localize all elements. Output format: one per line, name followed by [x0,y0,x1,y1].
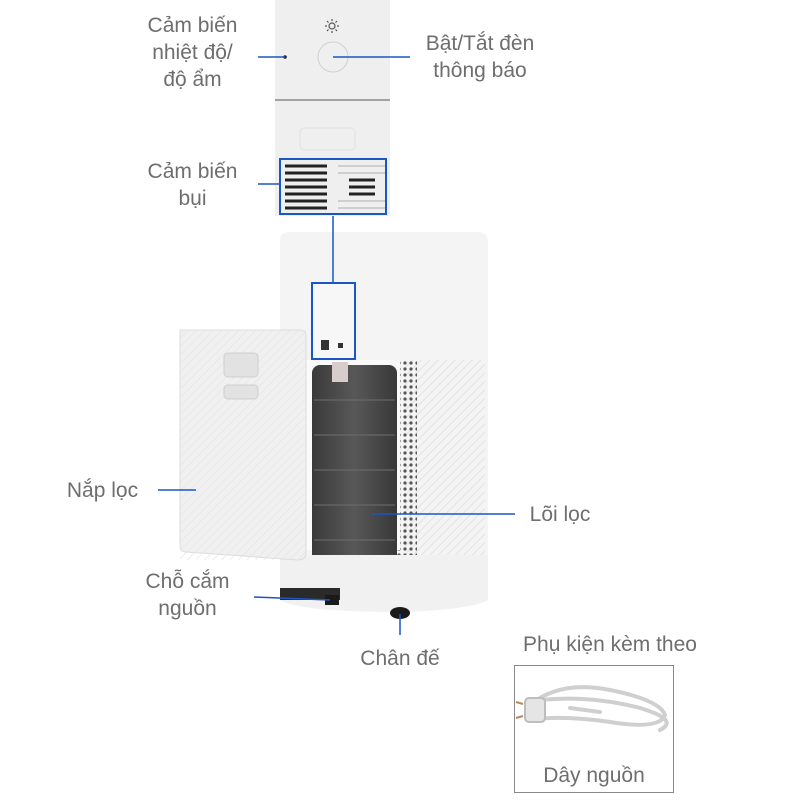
top-panel-inset [275,0,390,158]
sun-icon [325,19,339,33]
base-foot [390,607,410,619]
power-cord-icon [524,685,669,732]
label-filter-core: Lõi lọc [529,503,591,526]
filter-cover [179,329,307,561]
callout-lines [158,56,515,635]
label-base-feet: Chân đế [360,647,440,670]
dust-sensor-inset [275,158,390,216]
power-socket-port [325,595,339,605]
accessory-box [514,665,674,793]
purifier-base [280,555,488,619]
label-filter-cover: Nắp lọc [66,479,139,502]
label-light-toggle: Bật/Tắt đèn thông báo [425,32,535,82]
dust-sensor-highlight [279,158,387,215]
filter-core [309,362,401,577]
accessories-heading: Phụ kiện kèm theo [523,633,697,656]
label-power-socket: Chỗ cắm nguồn [145,570,230,620]
sensor-panel-highlight [311,282,356,360]
label-temp-humidity-sensor: Cảm biến nhiệt độ/ độ ẩm [147,14,238,91]
socket-symbol-icon [321,340,329,350]
label-dust-sensor: Cảm biến bụi [147,160,238,210]
accessory-power-cord-label: Dây nguồn [543,764,645,787]
